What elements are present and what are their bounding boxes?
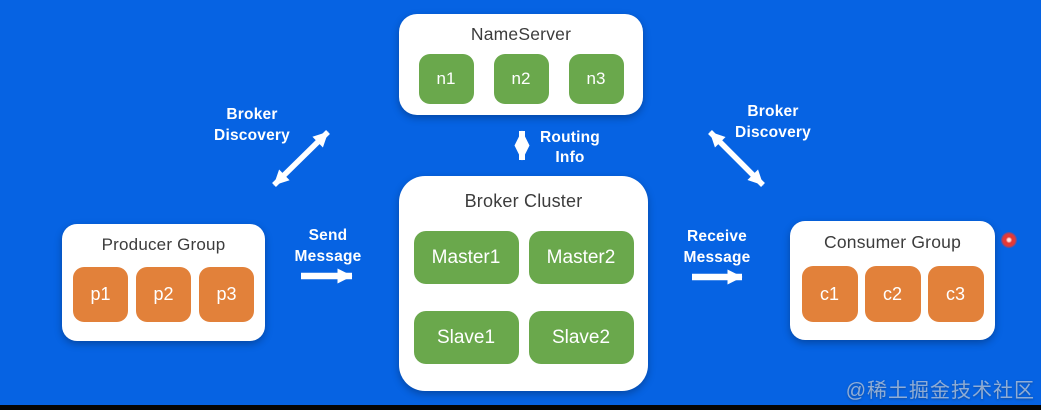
routing-info-label: Routing Info bbox=[529, 128, 611, 168]
consumer-node-c2: c2 bbox=[864, 266, 921, 322]
receive-message-line2: Message bbox=[683, 249, 751, 266]
producer-group-box: Producer Group p1 p2 p3 bbox=[62, 224, 265, 341]
send-message-line2: Message bbox=[294, 248, 362, 265]
producer-group-title: Producer Group bbox=[101, 235, 226, 254]
broker-node-slave2: Slave2 bbox=[528, 311, 634, 364]
send-message-line1: Send bbox=[308, 227, 348, 244]
nameserver-node-n3: n3 bbox=[568, 54, 624, 104]
watermark: @稀土掘金技术社区 bbox=[845, 380, 1035, 402]
broker-cluster-box: Broker Cluster Master1 Master2 Slave1 Sl… bbox=[399, 176, 648, 391]
broker-node-slave1: Slave1 bbox=[413, 311, 519, 364]
broker-cluster-node-grid: Master1 Master2 Slave1 Slave2 bbox=[413, 231, 634, 364]
nameserver-title: NameServer bbox=[470, 24, 572, 44]
broker-cluster-title: Broker Cluster bbox=[464, 191, 583, 211]
broker-node-master2: Master2 bbox=[528, 231, 634, 284]
record-dot-icon bbox=[1001, 232, 1017, 248]
broker-discovery-right-line1: Broker bbox=[747, 103, 799, 120]
receive-message-line1: Receive bbox=[686, 228, 747, 245]
broker-discovery-right-line2: Discovery bbox=[735, 124, 811, 141]
receive-message-label: Receive Message bbox=[666, 226, 768, 268]
nameserver-node-n1: n1 bbox=[418, 54, 474, 104]
producer-node-p1: p1 bbox=[73, 267, 128, 322]
consumer-group-title: Consumer Group bbox=[823, 232, 962, 252]
routing-info-line2: Info bbox=[555, 149, 585, 166]
producer-node-row: p1 p2 p3 bbox=[73, 267, 254, 322]
nameserver-node-n2: n2 bbox=[493, 54, 549, 104]
bottom-bar bbox=[0, 405, 1041, 410]
broker-discovery-left-line1: Broker bbox=[226, 106, 278, 123]
nameserver-node-row: n1 n2 n3 bbox=[418, 54, 624, 104]
consumer-node-row: c1 c2 c3 bbox=[801, 266, 984, 322]
producer-node-p2: p2 bbox=[136, 267, 191, 322]
broker-discovery-label-left: Broker Discovery bbox=[192, 104, 312, 146]
consumer-node-c3: c3 bbox=[927, 266, 984, 322]
broker-node-master1: Master1 bbox=[413, 231, 519, 284]
broker-discovery-label-right: Broker Discovery bbox=[713, 101, 833, 143]
consumer-group-box: Consumer Group c1 c2 c3 bbox=[790, 221, 995, 340]
send-message-label: Send Message bbox=[278, 225, 378, 267]
producer-node-p3: p3 bbox=[199, 267, 254, 322]
broker-discovery-left-line2: Discovery bbox=[214, 127, 290, 144]
routing-info-line1: Routing bbox=[540, 129, 600, 146]
consumer-node-c1: c1 bbox=[801, 266, 858, 322]
nameserver-box: NameServer n1 n2 n3 bbox=[399, 14, 643, 115]
